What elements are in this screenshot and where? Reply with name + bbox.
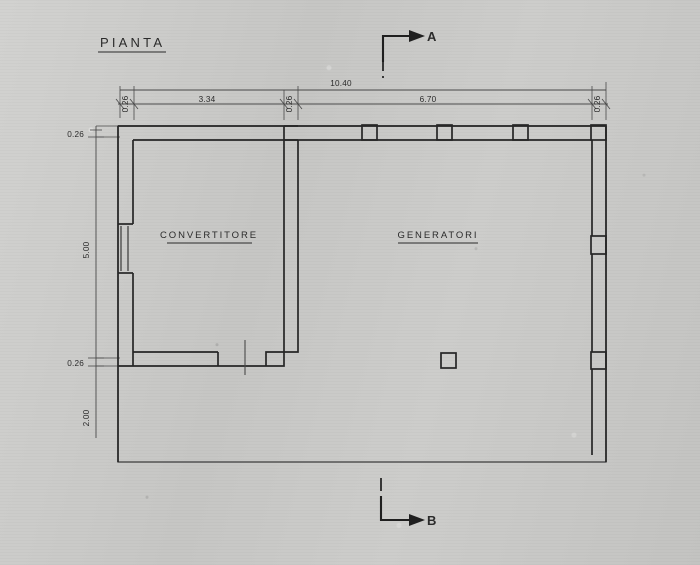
left-dimension-block: 0.26 5.00 0.26 2.00 [67,125,120,438]
column-square [440,352,457,369]
drawing-title: PIANTA [98,35,166,53]
dim-top-0-26-right: 0.26 [593,95,602,112]
top-wall-opening-2 [436,124,453,141]
top-wall-opening-1 [361,124,378,141]
section-a-leader [381,34,412,62]
section-b-leader [379,496,412,522]
section-b-arrowhead [409,514,425,526]
dim-tick-2 [129,98,139,110]
top-wall-opening-4-corner [590,124,607,141]
partition-right-face [265,140,299,366]
dim-top-3-34: 3.34 [199,95,216,104]
room-name-convertitore: CONVERTITORE [160,230,258,241]
right-wall [590,126,607,462]
dim-top-0-26-middle: 0.26 [285,95,294,112]
partition-left-face [218,126,285,367]
section-a-label: A [427,29,437,44]
room-label-generatori: GENERATORI [398,230,479,244]
dim-tick-5 [587,98,597,110]
dim-left-5-00: 5.00 [82,241,91,258]
left-wall [117,126,134,462]
right-wall-opening-2 [590,351,607,370]
page-title: PIANTA [100,35,165,50]
dim-tick-1 [115,98,125,110]
building-outline [117,125,607,463]
right-wall-opening-1 [590,235,607,255]
section-a-arrowhead [409,30,425,42]
dim-left-0-26-top: 0.26 [67,130,84,139]
dim-top-6-70: 6.70 [420,95,437,104]
dim-left-2-00: 2.00 [82,409,91,426]
dim-left-0-26-bottom: 0.26 [67,359,84,368]
top-wall [118,124,607,141]
room-name-generatori: GENERATORI [398,230,479,241]
dim-tick-4 [293,98,303,110]
dim-overall-10-40: 10.40 [330,79,352,88]
top-wall-opening-3 [512,124,529,141]
section-marker-b: B [379,478,437,528]
room-label-convertitore: CONVERTITORE [160,230,258,244]
dim-tick-6 [601,98,611,110]
outer-wall-boundary [117,125,607,463]
top-dimension-block: 10.40 0.26 3.34 0.26 6.70 0.26 [115,79,611,120]
dim-tick-3 [279,98,289,110]
interior-partition-wall [118,125,299,367]
dim-top-0-26-left: 0.26 [121,95,130,112]
interior-column [440,352,457,369]
section-b-label: B [427,513,437,528]
section-marker-a: A [381,29,437,78]
